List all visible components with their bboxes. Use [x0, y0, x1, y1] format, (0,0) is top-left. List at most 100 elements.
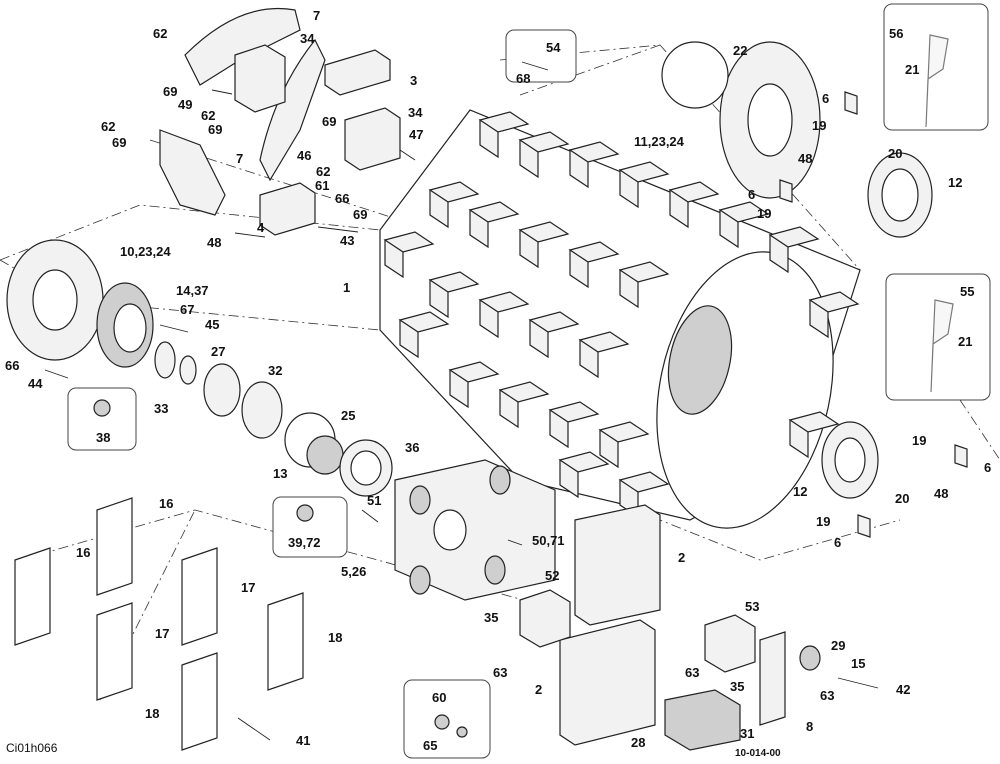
- label-part-61: 61: [315, 178, 329, 193]
- label-part-65: 65: [423, 738, 437, 753]
- label-part-11-23-24: 11,23,24: [634, 134, 685, 149]
- part-labels: 1 2 2 3 4 5,26 6 6 6 6 7 7 8 10,23,24 11…: [5, 8, 991, 753]
- label-part-48: 48: [798, 151, 812, 166]
- label-part-19: 19: [757, 206, 771, 221]
- label-part-17: 17: [155, 626, 169, 641]
- label-part-69: 69: [163, 84, 177, 99]
- label-part-6: 6: [822, 91, 829, 106]
- label-part-35: 35: [730, 679, 744, 694]
- label-part-44: 44: [28, 376, 43, 391]
- label-part-14-37: 14,37: [176, 283, 209, 298]
- label-part-7: 7: [313, 8, 320, 23]
- left-hub-assembly: [6, 239, 393, 497]
- label-part-62: 62: [201, 108, 215, 123]
- label-part-21: 21: [958, 334, 972, 349]
- label-part-67: 67: [180, 302, 194, 317]
- label-part-62: 62: [316, 164, 330, 179]
- callout-box-39-72: [272, 496, 348, 558]
- label-part-6: 6: [834, 535, 841, 550]
- label-part-18: 18: [328, 630, 342, 645]
- label-part-47: 47: [409, 127, 423, 142]
- label-part-25: 25: [341, 408, 355, 423]
- label-part-7: 7: [236, 151, 243, 166]
- label-part-16: 16: [159, 496, 173, 511]
- label-part-69: 69: [322, 114, 336, 129]
- label-part-3: 3: [410, 73, 417, 88]
- label-part-69: 69: [208, 122, 222, 137]
- label-part-62: 62: [153, 26, 167, 41]
- gasket-sheets: [14, 497, 304, 751]
- label-part-28: 28: [631, 735, 645, 750]
- label-part-19: 19: [816, 514, 830, 529]
- label-part-66: 66: [335, 191, 349, 206]
- label-part-4: 4: [257, 220, 265, 235]
- label-part-39-72: 39,72: [288, 535, 321, 550]
- label-part-35: 35: [484, 610, 498, 625]
- callout-box-54-68: [505, 29, 577, 83]
- label-part-42: 42: [896, 682, 910, 697]
- label-part-46: 46: [297, 148, 311, 163]
- label-part-63: 63: [685, 665, 699, 680]
- padfoot-drum: [379, 109, 861, 529]
- label-part-48: 48: [207, 235, 221, 250]
- label-part-31: 31: [740, 726, 754, 741]
- label-part-5-26: 5,26: [341, 564, 366, 579]
- label-part-45: 45: [205, 317, 219, 332]
- label-part-36: 36: [405, 440, 419, 455]
- label-part-19: 19: [912, 433, 926, 448]
- label-part-56: 56: [889, 26, 903, 41]
- label-part-69: 69: [353, 207, 367, 222]
- label-part-32: 32: [268, 363, 282, 378]
- label-part-19: 19: [812, 118, 826, 133]
- label-part-20: 20: [895, 491, 909, 506]
- right-flange-assemblies: [661, 41, 968, 538]
- label-part-34: 34: [300, 31, 315, 46]
- label-part-22: 22: [733, 43, 747, 58]
- label-part-27: 27: [211, 344, 225, 359]
- label-part-12: 12: [948, 175, 962, 190]
- label-part-13: 13: [273, 466, 287, 481]
- label-part-50-71: 50,71: [532, 533, 565, 548]
- label-part-51: 51: [367, 493, 381, 508]
- drawing-code: Ci01h066: [6, 741, 58, 755]
- label-part-66: 66: [5, 358, 19, 373]
- label-part-68: 68: [516, 71, 530, 86]
- label-part-38: 38: [96, 430, 110, 445]
- label-part-53: 53: [745, 599, 759, 614]
- label-part-8: 8: [806, 719, 813, 734]
- label-part-41: 41: [296, 733, 310, 748]
- label-part-34: 34: [408, 105, 423, 120]
- label-part-52: 52: [545, 568, 559, 583]
- label-part-33: 33: [154, 401, 168, 416]
- label-part-63: 63: [493, 665, 507, 680]
- label-part-62: 62: [101, 119, 115, 134]
- label-part-17: 17: [241, 580, 255, 595]
- label-part-21: 21: [905, 62, 919, 77]
- label-part-49: 49: [178, 97, 192, 112]
- label-part-54: 54: [546, 40, 561, 55]
- callout-box-38: [67, 387, 137, 451]
- label-part-69: 69: [112, 135, 126, 150]
- label-part-10-23-24: 10,23,24: [120, 244, 171, 259]
- callout-boxes: [67, 3, 991, 759]
- label-part-60: 60: [432, 690, 446, 705]
- label-part-20: 20: [888, 146, 902, 161]
- label-part-55: 55: [960, 284, 974, 299]
- lower-mount-parts: [237, 459, 879, 751]
- label-part-15: 15: [851, 656, 865, 671]
- label-part-48: 48: [934, 486, 948, 501]
- drum-pads: [383, 111, 860, 519]
- label-part-2: 2: [535, 682, 542, 697]
- label-part-12: 12: [793, 484, 807, 499]
- label-part-6: 6: [984, 460, 991, 475]
- label-part-43: 43: [340, 233, 354, 248]
- label-part-1: 1: [343, 280, 350, 295]
- top-left-parts: [159, 7, 416, 238]
- drawing-number: 10-014-00: [735, 748, 781, 759]
- label-part-6: 6: [748, 187, 755, 202]
- label-part-29: 29: [831, 638, 845, 653]
- label-part-2: 2: [678, 550, 685, 565]
- label-part-63: 63: [820, 688, 834, 703]
- label-part-18: 18: [145, 706, 159, 721]
